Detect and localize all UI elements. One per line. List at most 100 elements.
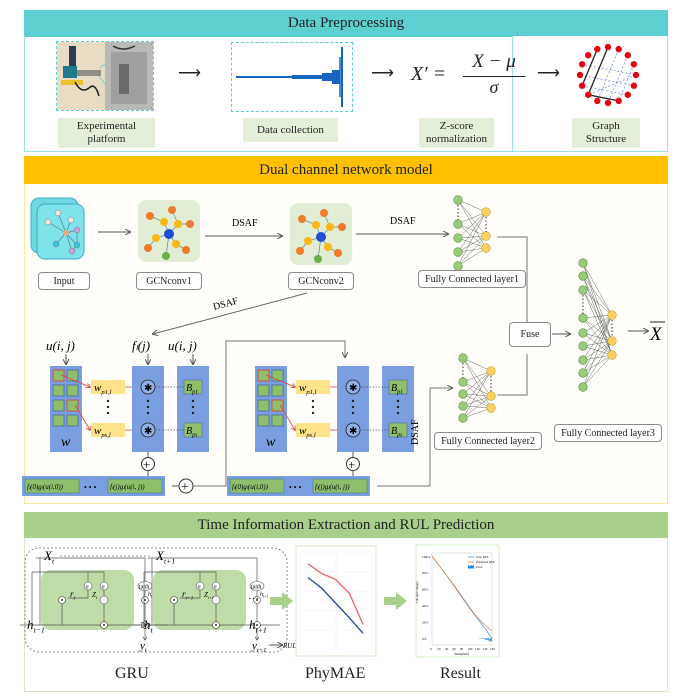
formula-denominator: σ xyxy=(489,77,499,97)
fc-edge xyxy=(582,314,613,361)
x-tick-label: 80 xyxy=(460,647,464,651)
fc-edge xyxy=(457,247,487,267)
fc-edge xyxy=(462,381,492,397)
fc-output-node xyxy=(481,207,491,217)
gru-wire xyxy=(148,557,258,584)
red-arrow xyxy=(74,404,90,430)
fc-edge xyxy=(582,314,613,334)
rul-label: RUL xyxy=(282,642,296,650)
dsaf-label: DSAF xyxy=(232,218,258,229)
red-arrow xyxy=(279,404,295,430)
fc-edge xyxy=(457,235,487,239)
fc-edge xyxy=(582,340,613,388)
fully-connected-layer1-icon xyxy=(453,195,491,271)
dual-channel-title: Dual channel network model xyxy=(259,161,433,178)
sum-term-left-label: fₗ(0)gₗ(u(i,0)) xyxy=(27,483,64,491)
weight-cell xyxy=(271,399,284,412)
arrow-right-icon xyxy=(384,592,407,610)
formula-lhs: X′ = xyxy=(411,63,447,85)
ellipsis-dot xyxy=(106,399,110,403)
graph-node xyxy=(585,52,592,59)
fc-edge xyxy=(462,370,492,383)
legend-label: True RUL xyxy=(476,555,489,559)
phymae-caption: PhyMAE xyxy=(305,665,366,682)
dot xyxy=(61,599,63,601)
sigma-gate-icon xyxy=(195,581,205,591)
fuse-box: Fuse xyxy=(509,322,551,347)
ellipsis-dot xyxy=(351,399,355,403)
gcn-node xyxy=(314,255,322,263)
arrow-icon: ⟶ xyxy=(178,65,201,82)
graph-node xyxy=(632,71,640,79)
dot xyxy=(215,624,217,626)
ellipsis-dot xyxy=(311,411,315,415)
r-gate-label: rt+1 xyxy=(182,589,194,601)
gru-wire xyxy=(68,590,89,599)
graph-node xyxy=(594,97,601,105)
fc-edge xyxy=(457,211,487,267)
graph-node xyxy=(576,71,584,79)
gcn-node xyxy=(312,221,320,229)
gcnconv1-graph-icon xyxy=(138,200,200,262)
gcn-node xyxy=(168,206,176,214)
vibration-signal-icon xyxy=(236,47,343,107)
fully-connected-layer2-label: Fully Connected layer2 xyxy=(434,432,542,450)
fc-edge xyxy=(457,223,487,237)
y-tick-label: 100% xyxy=(422,555,430,559)
fc-edge xyxy=(457,223,487,249)
dsaf-label: DSAF xyxy=(390,216,416,227)
w-ps-box xyxy=(296,423,330,437)
graph-node xyxy=(578,61,586,68)
legend-swatch xyxy=(468,565,474,569)
ellipsis-icon: • • • xyxy=(289,483,302,492)
gcn-node xyxy=(164,229,174,239)
preprocessing-header-bar: Data Preprocessing xyxy=(24,10,668,36)
rul-header: Time Information Extraction and RUL Pred… xyxy=(24,512,668,538)
graph-node xyxy=(624,91,631,98)
gcn-node xyxy=(174,220,182,228)
ellipsis-dot xyxy=(106,411,110,415)
fc-edge xyxy=(582,314,613,347)
x-axis-label: Time(min) xyxy=(454,652,470,656)
z-gate-label: Zt+1 xyxy=(204,591,214,600)
gcn-node xyxy=(320,209,328,217)
step-label-data-collection: Data collection xyxy=(243,118,338,142)
tanh-label: tanh xyxy=(251,585,261,591)
weight-cell xyxy=(271,384,284,397)
graph-node xyxy=(624,52,631,59)
fc-edge xyxy=(582,317,613,342)
sum-term-left xyxy=(24,478,80,494)
gcn-node xyxy=(304,237,312,245)
fully-connected-layer3-icon xyxy=(578,258,617,392)
fc-edge xyxy=(582,314,613,388)
fc-edge xyxy=(462,370,492,407)
weight-cell xyxy=(52,414,65,427)
fc-edge xyxy=(582,332,613,342)
weight-cell xyxy=(66,399,79,412)
fc-edge xyxy=(457,235,487,253)
w-p1-box xyxy=(91,380,125,394)
red-arrow xyxy=(265,374,295,387)
machine-photo-icon xyxy=(57,42,153,110)
x-tick-label: 100 xyxy=(468,647,473,651)
gru-wire xyxy=(36,557,146,584)
weight-cell xyxy=(271,369,284,382)
ellipsis-dot xyxy=(396,405,400,409)
weight-cell xyxy=(257,384,270,397)
result-chart-frame xyxy=(415,544,500,658)
arrow-gcn2-to-branch xyxy=(153,292,308,334)
ellipsis-dot xyxy=(351,411,355,415)
red-arrow xyxy=(60,374,90,387)
fc-output-node xyxy=(607,350,617,360)
gcn-node xyxy=(316,232,326,242)
fc-edge xyxy=(462,393,492,397)
x-tick-label: 160 xyxy=(490,647,495,651)
weight-cell xyxy=(257,369,270,382)
asterisk-icon: ✱ xyxy=(349,383,357,394)
fc-input-node xyxy=(453,247,463,257)
y-axis-label: Life (perc entage) xyxy=(415,582,419,604)
